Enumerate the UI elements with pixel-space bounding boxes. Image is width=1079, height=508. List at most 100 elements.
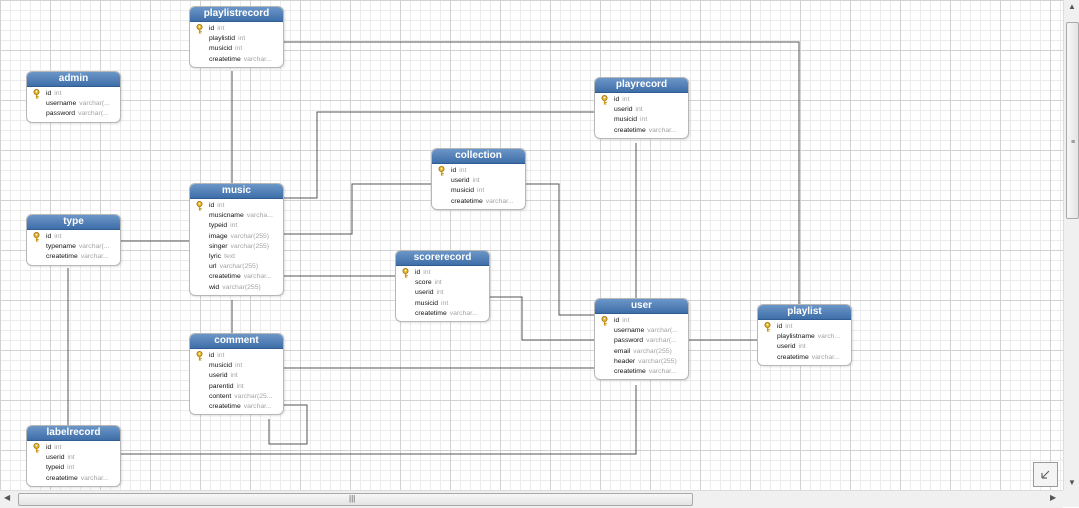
field-type: varchar(...: [646, 337, 677, 345]
field-name: createtime: [777, 353, 809, 361]
scroll-right-arrow-icon[interactable]: ▶: [1050, 493, 1057, 502]
field-type: varchar...: [243, 402, 272, 410]
link-labelrecord-user[interactable]: [119, 385, 637, 455]
entity-title: comment: [190, 334, 283, 349]
scroll-down-arrow-icon[interactable]: ▼: [1068, 478, 1076, 487]
grip-icon: |||: [349, 494, 356, 503]
scrollbar-corner: [1063, 490, 1079, 507]
link-scorerecord-user[interactable]: [487, 296, 594, 341]
key-icon: [600, 95, 609, 105]
field-type: varchar(25...: [234, 392, 273, 400]
horizontal-scroll-thumb[interactable]: |||: [18, 493, 693, 506]
scroll-left-arrow-icon[interactable]: ◀: [4, 493, 11, 502]
field-name: password: [46, 110, 76, 118]
field-type: varchar...: [243, 55, 272, 63]
link-music-collection[interactable]: [282, 183, 431, 235]
overview-button[interactable]: [1033, 462, 1058, 487]
field-type: int: [477, 187, 485, 195]
field-type: varchar(255): [219, 263, 259, 271]
field-type: varchar...: [648, 126, 677, 134]
field-name: id: [614, 96, 620, 103]
field-type: text: [224, 252, 236, 260]
link-comment-comment[interactable]: [268, 404, 308, 445]
field-type: varch...: [817, 333, 841, 341]
vertical-scroll-thumb[interactable]: ≡: [1066, 22, 1079, 219]
link-music-playrecord[interactable]: [282, 111, 594, 199]
field-type: varchar(...: [78, 243, 110, 251]
horizontal-scrollbar[interactable]: ◀ ||| ▶: [0, 490, 1063, 508]
field-name: id: [46, 90, 52, 97]
link-playlistrecord-music[interactable]: [282, 41, 800, 304]
scroll-up-arrow-icon[interactable]: ▲: [1068, 2, 1076, 11]
link-collection-user[interactable]: [524, 183, 594, 316]
field-name: userid: [415, 289, 434, 297]
vertical-scrollbar[interactable]: ▲ ≡ ▼: [1063, 0, 1079, 490]
field-name: header: [614, 357, 636, 365]
